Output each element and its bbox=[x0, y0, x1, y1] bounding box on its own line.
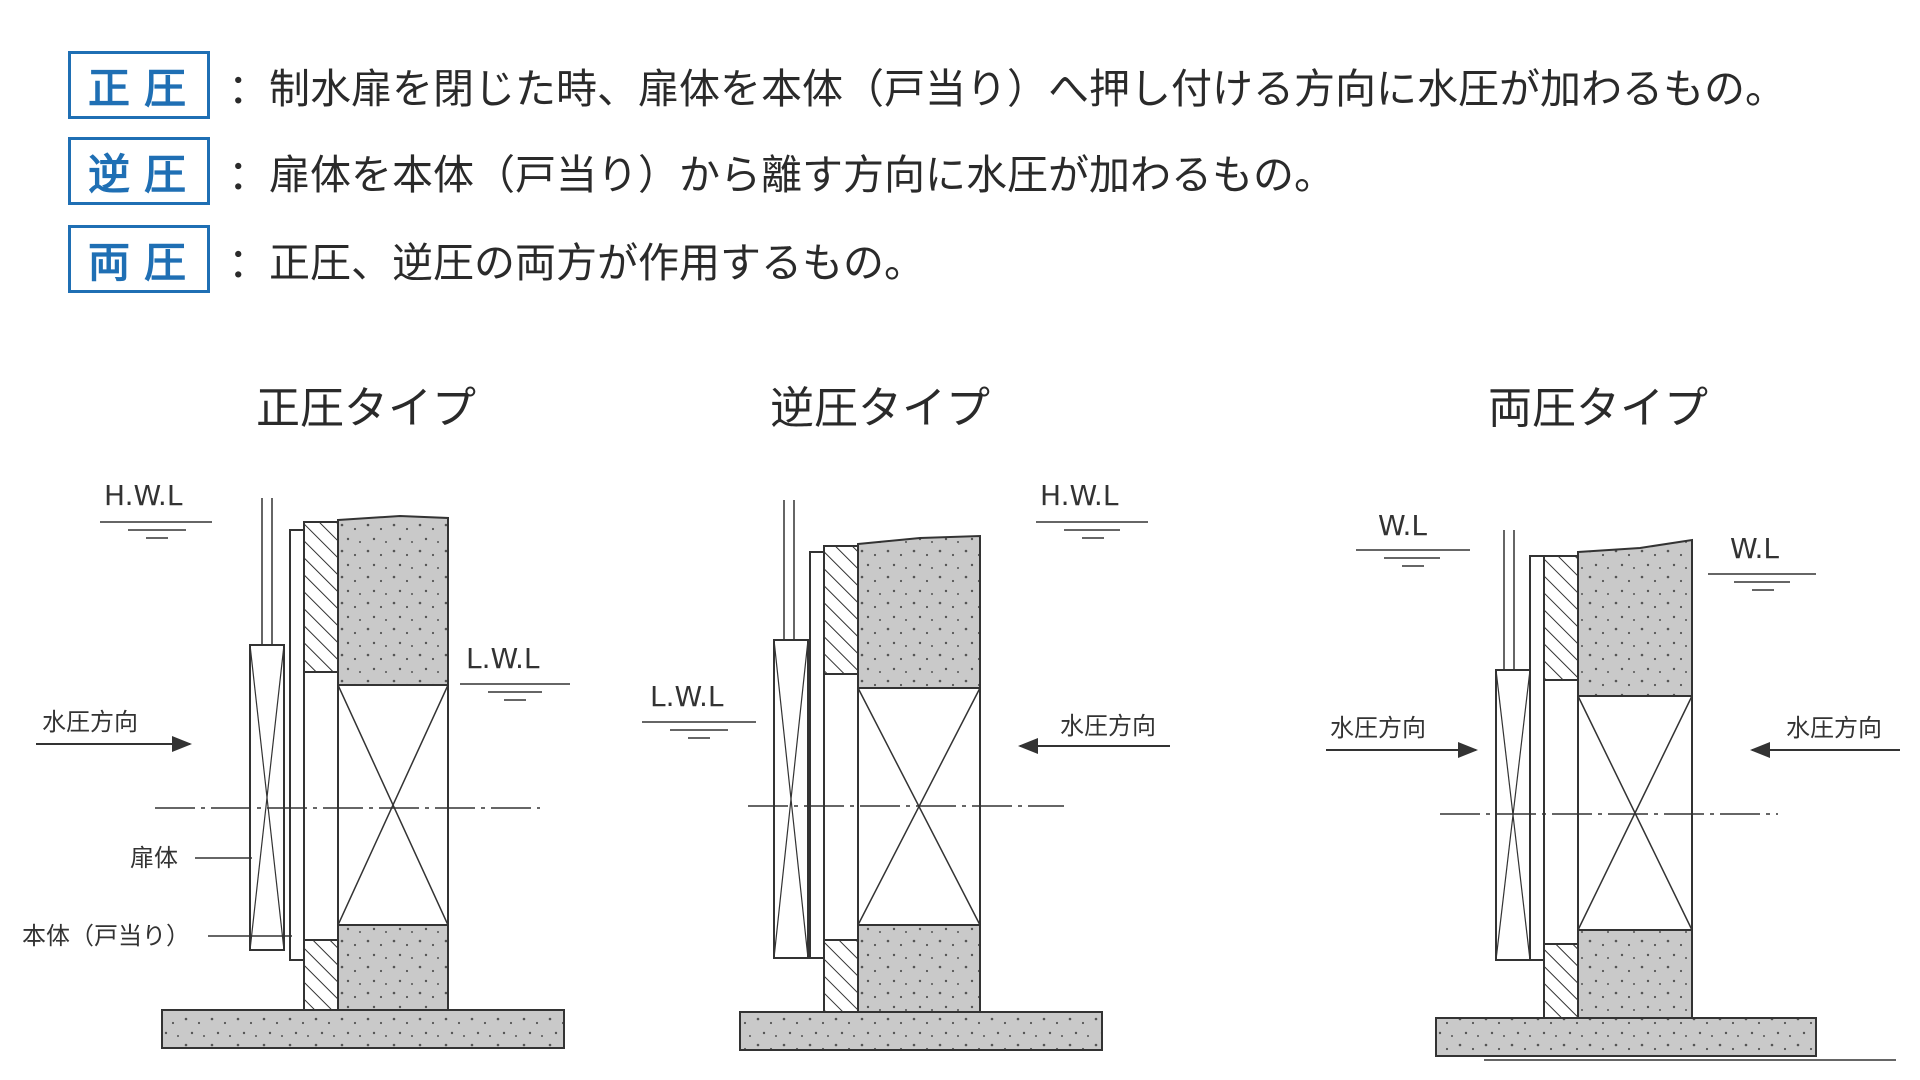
pressure-label-left: 水圧方向 bbox=[1330, 714, 1426, 742]
pressure-label-right: 水圧方向 bbox=[1786, 714, 1882, 742]
frame-lower bbox=[823, 939, 859, 1013]
definition-both-text: ：正圧、逆圧の両方が作用するもの。 bbox=[228, 239, 925, 287]
pressure-label: 水圧方向 bbox=[42, 708, 138, 736]
definition-positive: 正圧 ：制水扉を閉じた時、扉体を本体（戸当り）へ押し付ける方向に水圧が加わるもの… bbox=[68, 48, 1786, 122]
level-label-right: H.W.L bbox=[1040, 479, 1119, 512]
definition-positive-text: ：制水扉を閉じた時、扉体を本体（戸当り）へ押し付ける方向に水圧が加わるもの。 bbox=[228, 65, 1786, 113]
door-label: 扉体 bbox=[130, 844, 178, 872]
level-label-left: W.L bbox=[1378, 509, 1427, 542]
frame-upper bbox=[303, 521, 339, 673]
level-label-right: W.L bbox=[1730, 532, 1779, 565]
diagram-title-both: 両圧タイプ bbox=[1488, 383, 1708, 434]
frame-plate bbox=[1529, 555, 1545, 961]
wall-upper bbox=[337, 514, 449, 686]
frame-lower bbox=[1543, 943, 1579, 1019]
level-label-left: L.W.L bbox=[650, 680, 724, 713]
definition-both: 両圧 ：正圧、逆圧の両方が作用するもの。 bbox=[68, 222, 925, 296]
diagram-reverse: L.W.L H.W.L 水圧方向 bbox=[642, 479, 1170, 1051]
wall-lower bbox=[857, 924, 981, 1013]
diagram-both: W.L W.L 水圧方向 水圧方向 bbox=[1326, 509, 1900, 1061]
wall-upper bbox=[1577, 538, 1693, 697]
frame-plate bbox=[289, 529, 305, 961]
base-slab bbox=[1435, 1017, 1817, 1057]
frame-plate bbox=[809, 551, 825, 959]
definition-reverse: 逆圧 ：扉体を本体（戸当り）から離す方向に水圧が加わるもの。 bbox=[68, 134, 1335, 208]
wall-lower bbox=[337, 924, 449, 1011]
badge-reverse: 逆圧 bbox=[68, 137, 210, 205]
level-label-right: L.W.L bbox=[466, 642, 540, 675]
base-slab bbox=[739, 1011, 1103, 1051]
level-label-left: H.W.L bbox=[104, 479, 183, 512]
diagram-title-reverse: 逆圧タイプ bbox=[770, 383, 990, 434]
frame-upper bbox=[1543, 555, 1579, 681]
frame-lower bbox=[303, 939, 339, 1011]
definition-reverse-text: ：扉体を本体（戸当り）から離す方向に水圧が加わるもの。 bbox=[228, 151, 1335, 199]
frame-label: 本体（戸当り） bbox=[22, 922, 190, 950]
pressure-label: 水圧方向 bbox=[1060, 712, 1156, 740]
diagram-title-positive: 正圧タイプ bbox=[256, 383, 476, 434]
badge-both: 両圧 bbox=[68, 225, 210, 293]
frame-upper bbox=[823, 545, 859, 675]
badge-positive: 正圧 bbox=[68, 51, 210, 119]
diagram-positive: H.W.L L.W.L 水圧方向 扉体 本体（戸当り） bbox=[22, 479, 570, 1049]
wall-upper bbox=[857, 534, 981, 689]
base-slab bbox=[161, 1009, 565, 1049]
wall-lower bbox=[1577, 929, 1693, 1019]
